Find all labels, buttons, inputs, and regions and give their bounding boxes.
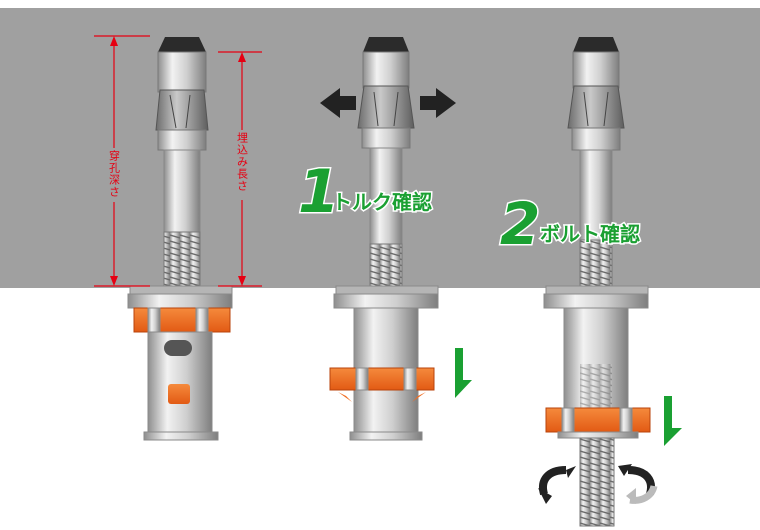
step1-number: 1	[298, 157, 340, 227]
dimension-drill-depth	[94, 35, 150, 287]
rotate-right-icon	[618, 464, 658, 504]
right-arrow-icon	[420, 88, 456, 118]
dimension-embed-length	[218, 51, 262, 287]
step2-number: 2	[500, 190, 540, 258]
embed-length-label: 埋込み長さ	[236, 132, 249, 192]
down-arrow-icon	[664, 396, 682, 446]
drill-depth-label: 穿孔深さ	[108, 149, 121, 198]
anchor-initial	[127, 37, 233, 441]
anchor-torque-check	[329, 37, 439, 441]
rotate-left-icon	[538, 466, 576, 504]
down-arrow-icon	[455, 348, 472, 398]
step1-label: トルク確認	[332, 190, 432, 214]
step1-badge: 1 トルク確認	[297, 156, 434, 229]
anchor-bolt-check	[543, 37, 651, 527]
step2-label: ボルト確認	[540, 222, 640, 246]
left-arrow-icon	[320, 88, 356, 118]
step2-badge: 2 ボルト確認	[499, 189, 642, 260]
